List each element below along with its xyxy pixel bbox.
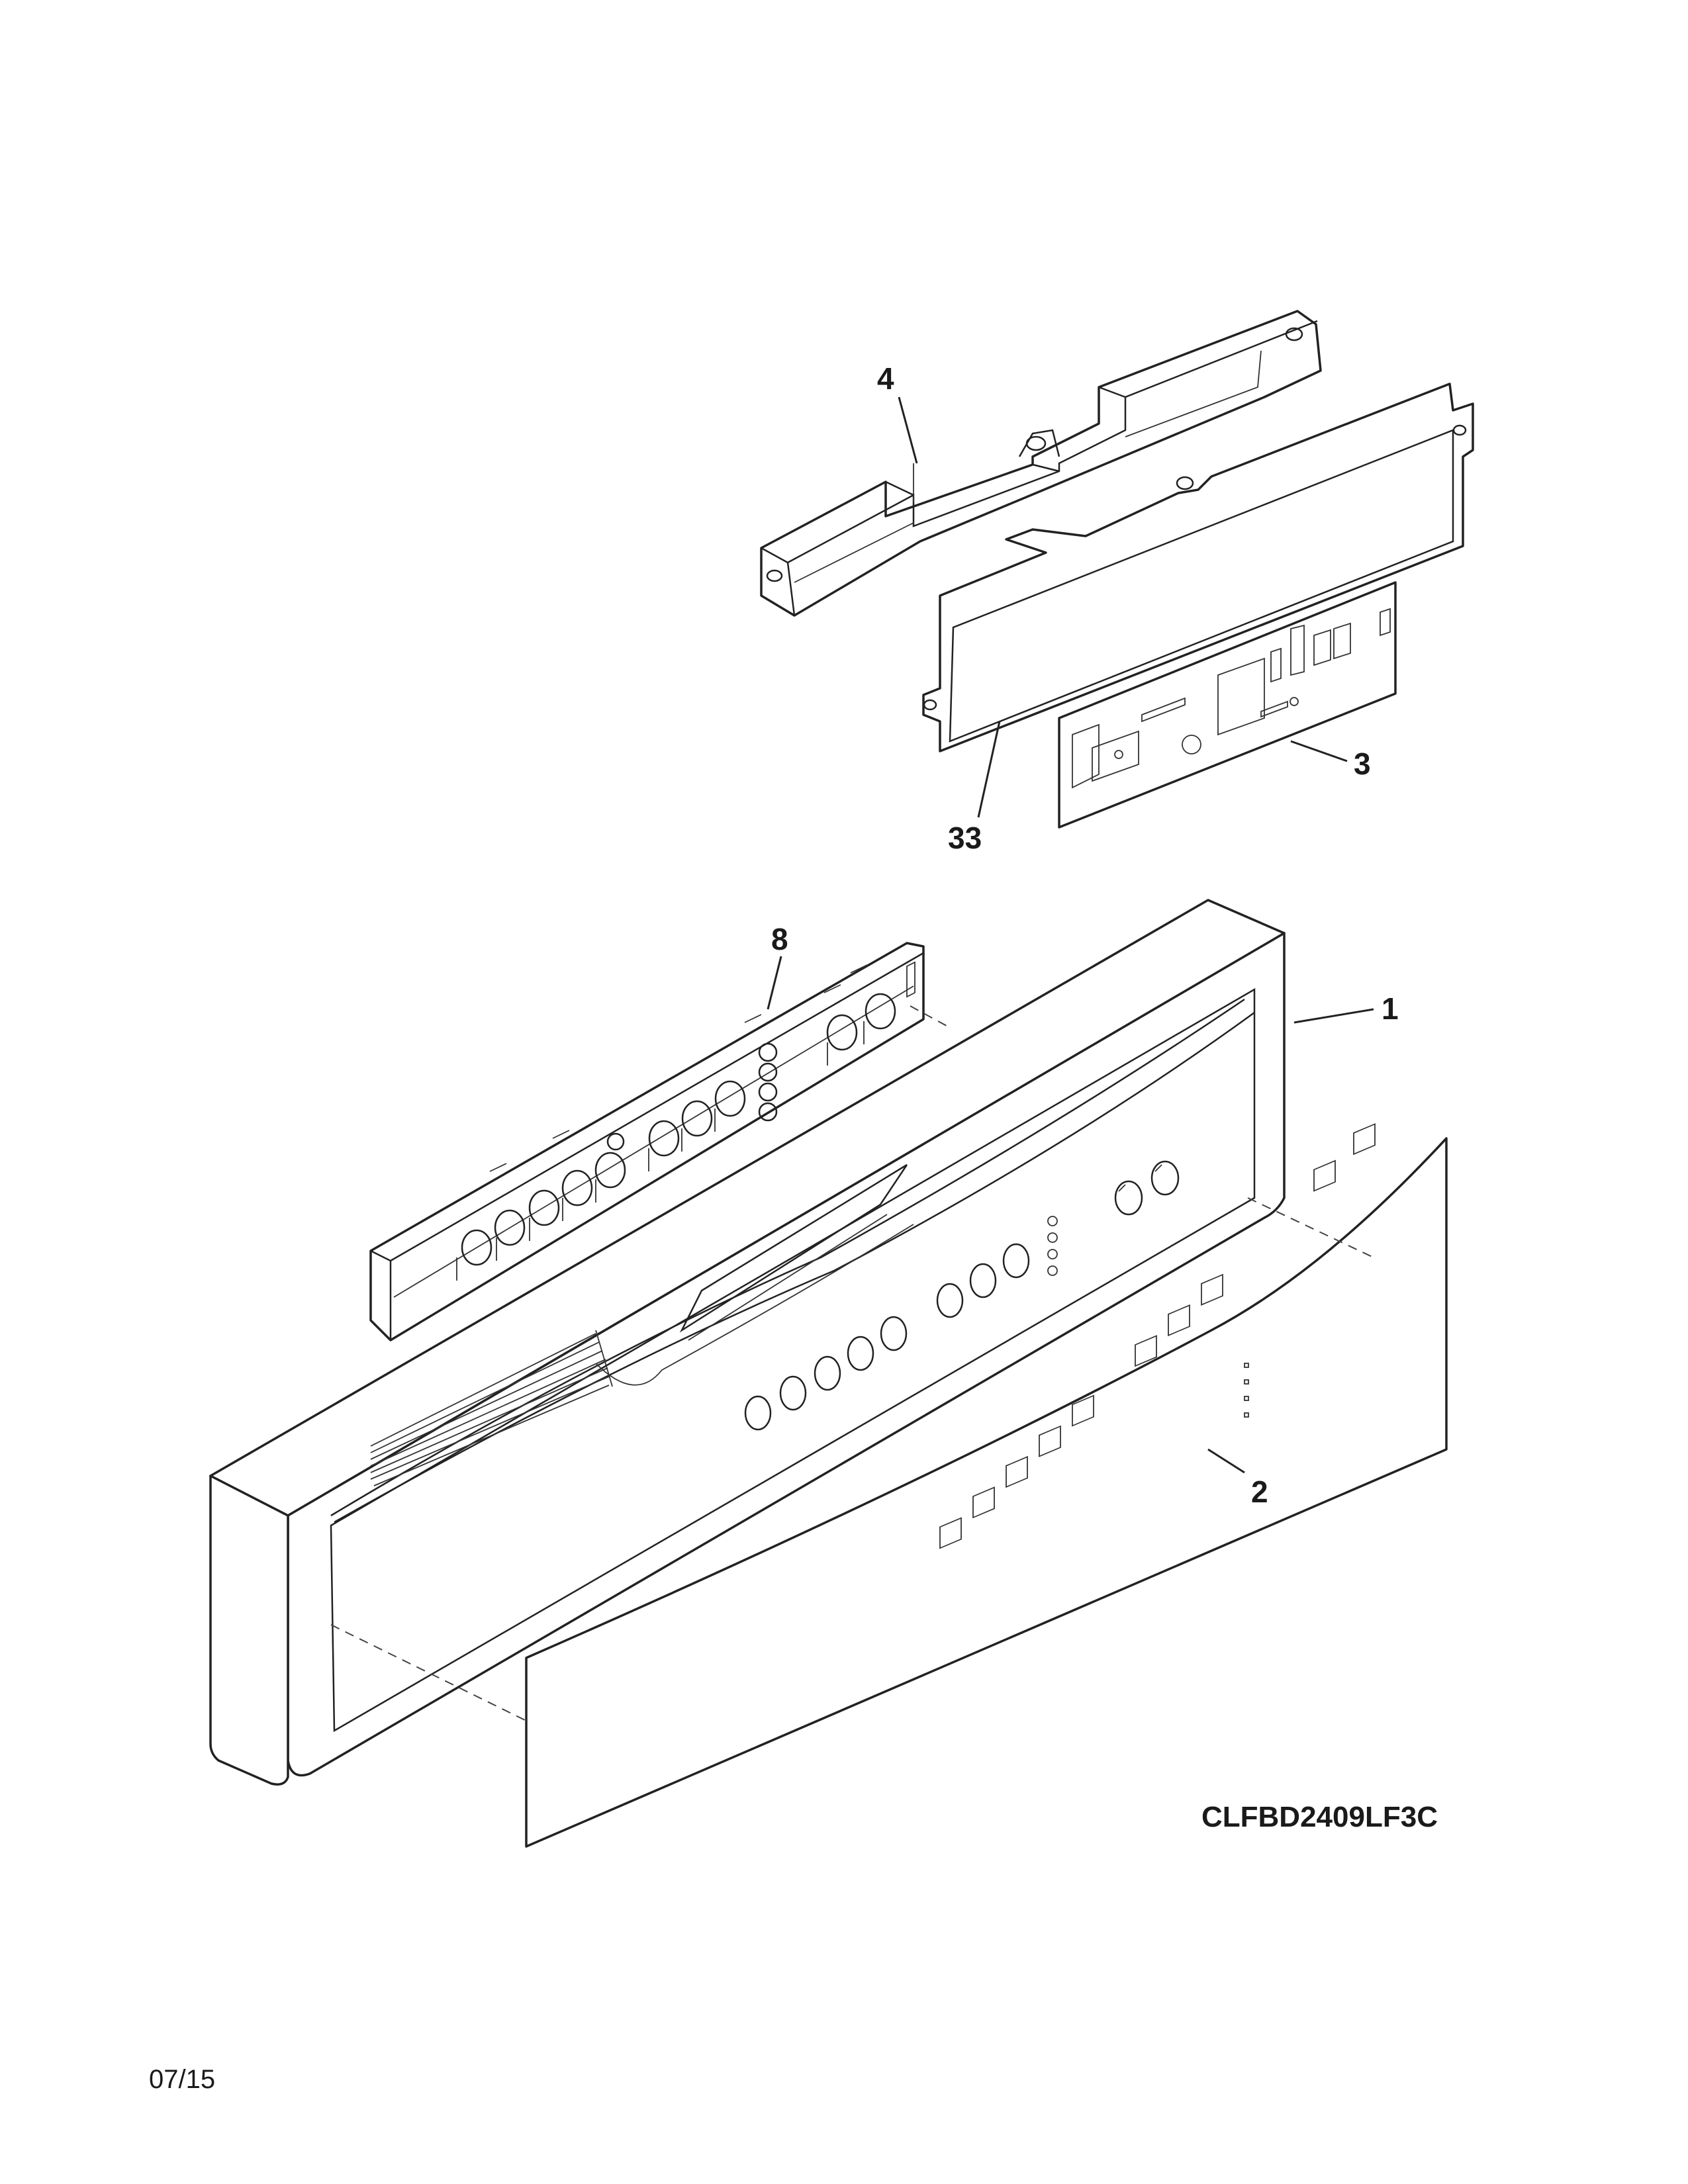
console-button-holes bbox=[744, 1160, 1180, 1431]
callout-4: 4 bbox=[877, 361, 894, 396]
leader-lines bbox=[767, 396, 1374, 1474]
callout-8: 8 bbox=[771, 922, 788, 956]
ui-board-buttons bbox=[456, 961, 915, 1281]
callout-33: 33 bbox=[948, 821, 982, 855]
part-2-overlay[interactable] bbox=[525, 1123, 1448, 1848]
callout-1: 1 bbox=[1382, 991, 1399, 1026]
callout-3: 3 bbox=[1354, 747, 1371, 781]
part-8-ui-board[interactable] bbox=[369, 942, 925, 1342]
footer-date: 07/15 bbox=[149, 2065, 215, 2094]
model-number: CLFBD2409LF3C bbox=[1201, 1801, 1438, 1833]
console-vent bbox=[370, 1330, 613, 1486]
part-33-gasket[interactable] bbox=[922, 383, 1474, 752]
part-3-control-board[interactable] bbox=[1058, 581, 1397, 829]
overlay-keys bbox=[939, 1123, 1376, 1549]
part-4-housing[interactable] bbox=[760, 310, 1322, 617]
callout-2: 2 bbox=[1251, 1475, 1268, 1509]
alignment-lines bbox=[330, 1005, 1374, 1721]
part-1-console[interactable] bbox=[209, 899, 1286, 1786]
